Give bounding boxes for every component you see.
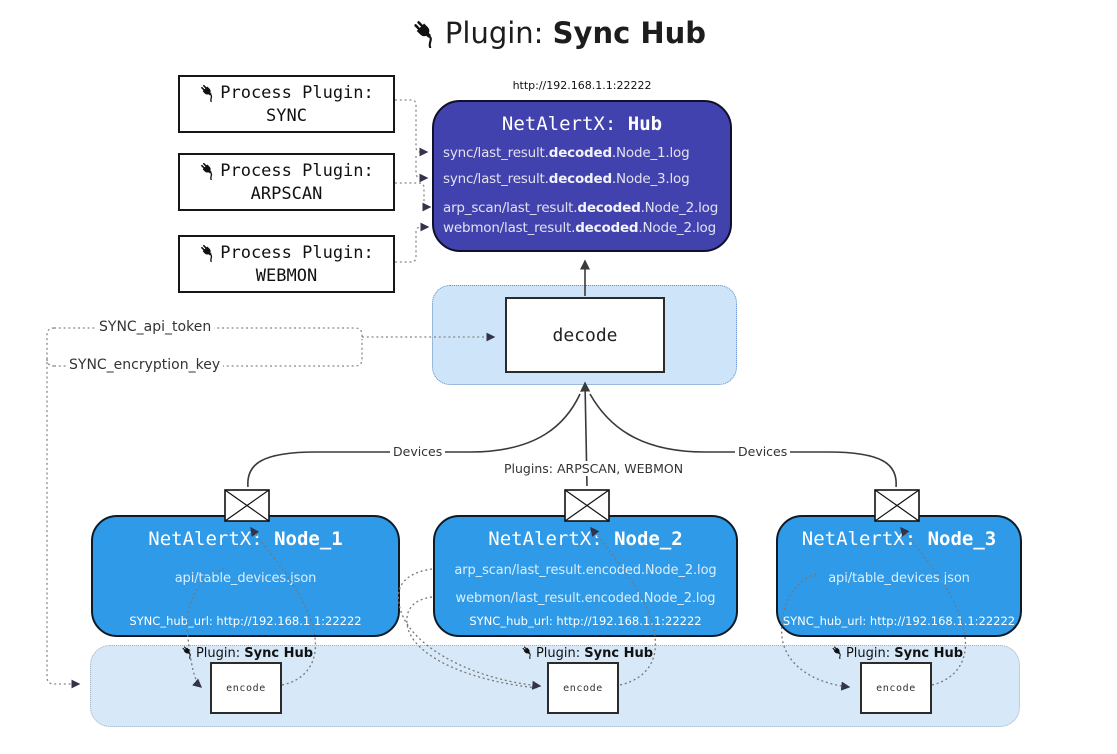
plugin-to-hub-connectors [395, 99, 432, 263]
node-title: NetAlertX: Node_1 [148, 528, 343, 550]
plug-icon [199, 83, 218, 104]
envelope-icon [564, 489, 610, 522]
hub-url: http://192.168.1.1:22222 [512, 79, 652, 92]
hub-title: NetAlertX: Hub [501, 113, 663, 135]
edge-label-plugins: Plugins: ARPSCAN, WEBMON [501, 461, 687, 476]
node-file: webmon/last_result.encoded.Node_2.log [455, 591, 716, 606]
plug-icon [181, 646, 196, 661]
node-title: NetAlertX: Node_2 [488, 528, 683, 550]
plug-icon [199, 161, 218, 182]
hub-log-line: arp_scan/last_result.decoded.Node_2.log [443, 200, 719, 216]
hub-log-line: webmon/last_result.decoded.Node_2.log [443, 220, 716, 236]
edge-label-devices-right: Devices [735, 444, 791, 459]
process-plugin-label: Process Plugin: [220, 161, 374, 181]
edge-label-devices-left: Devices [390, 444, 446, 459]
plug-icon [831, 646, 846, 661]
process-plugin-label: Process Plugin: [220, 83, 374, 103]
page-title: Plugin: Sync Hub [0, 16, 1117, 50]
encoder-label: Plugin: Sync Hub [502, 645, 672, 661]
envelope-icon [874, 489, 920, 522]
plug-icon [199, 243, 218, 264]
title-name: Sync Hub [552, 16, 707, 50]
node-hub-url: SYNC_hub_url: http://192.168.1.1:22222 [782, 614, 1016, 628]
plug-icon [411, 16, 445, 50]
process-plugin-name: SYNC [266, 105, 307, 126]
encode-box: encode [547, 662, 619, 714]
hub-log-line: sync/last_result.decoded.Node_3.log [443, 171, 690, 187]
hub-log-line: sync/last_result.decoded.Node_1.log [443, 145, 690, 161]
encoder-label: Plugin: Sync Hub [812, 645, 982, 661]
encoder-label: Plugin: Sync Hub [162, 645, 332, 661]
node-hub-url: SYNC_hub_url: http://192.168.1.1:22222 [469, 614, 702, 628]
hub-box: NetAlertX: Hub sync/last_result.decoded.… [432, 100, 732, 252]
encode-box: encode [860, 662, 932, 714]
node-file: api/table_devices.json [174, 571, 317, 586]
node-3-box: NetAlertX: Node_3 api/table_devices.json… [776, 515, 1022, 637]
node-file: api/table_devices.json [828, 571, 970, 586]
process-plugin-box-sync: Process Plugin: SYNC [178, 75, 395, 133]
decode-box: decode [505, 297, 665, 373]
node-title: NetAlertX: Node_3 [801, 528, 997, 550]
node-1-box: NetAlertX: Node_1 api/table_devices.json… [91, 515, 400, 637]
envelope-icon [224, 489, 270, 522]
encode-box: encode [210, 662, 282, 714]
process-plugin-box-arpscan: Process Plugin: ARPSCAN [178, 153, 395, 211]
process-plugin-box-webmon: Process Plugin: WEBMON [178, 235, 395, 293]
node-2-box: NetAlertX: Node_2 arp_scan/last_result.e… [433, 515, 738, 637]
process-plugin-name: ARPSCAN [250, 183, 323, 204]
plug-icon [521, 646, 536, 661]
node-file: arp_scan/last_result.encoded.Node_2.log [454, 563, 717, 578]
process-plugin-label: Process Plugin: [220, 243, 374, 263]
label-sync-api-token: SYNC_api_token [96, 319, 215, 335]
title-label: Plugin: [444, 16, 553, 50]
label-sync-encryption-key: SYNC_encryption_key [66, 357, 224, 373]
node-hub-url: SYNC_hub_url: http://192.168.1.1:22222 [129, 614, 362, 628]
process-plugin-name: WEBMON [255, 265, 318, 286]
